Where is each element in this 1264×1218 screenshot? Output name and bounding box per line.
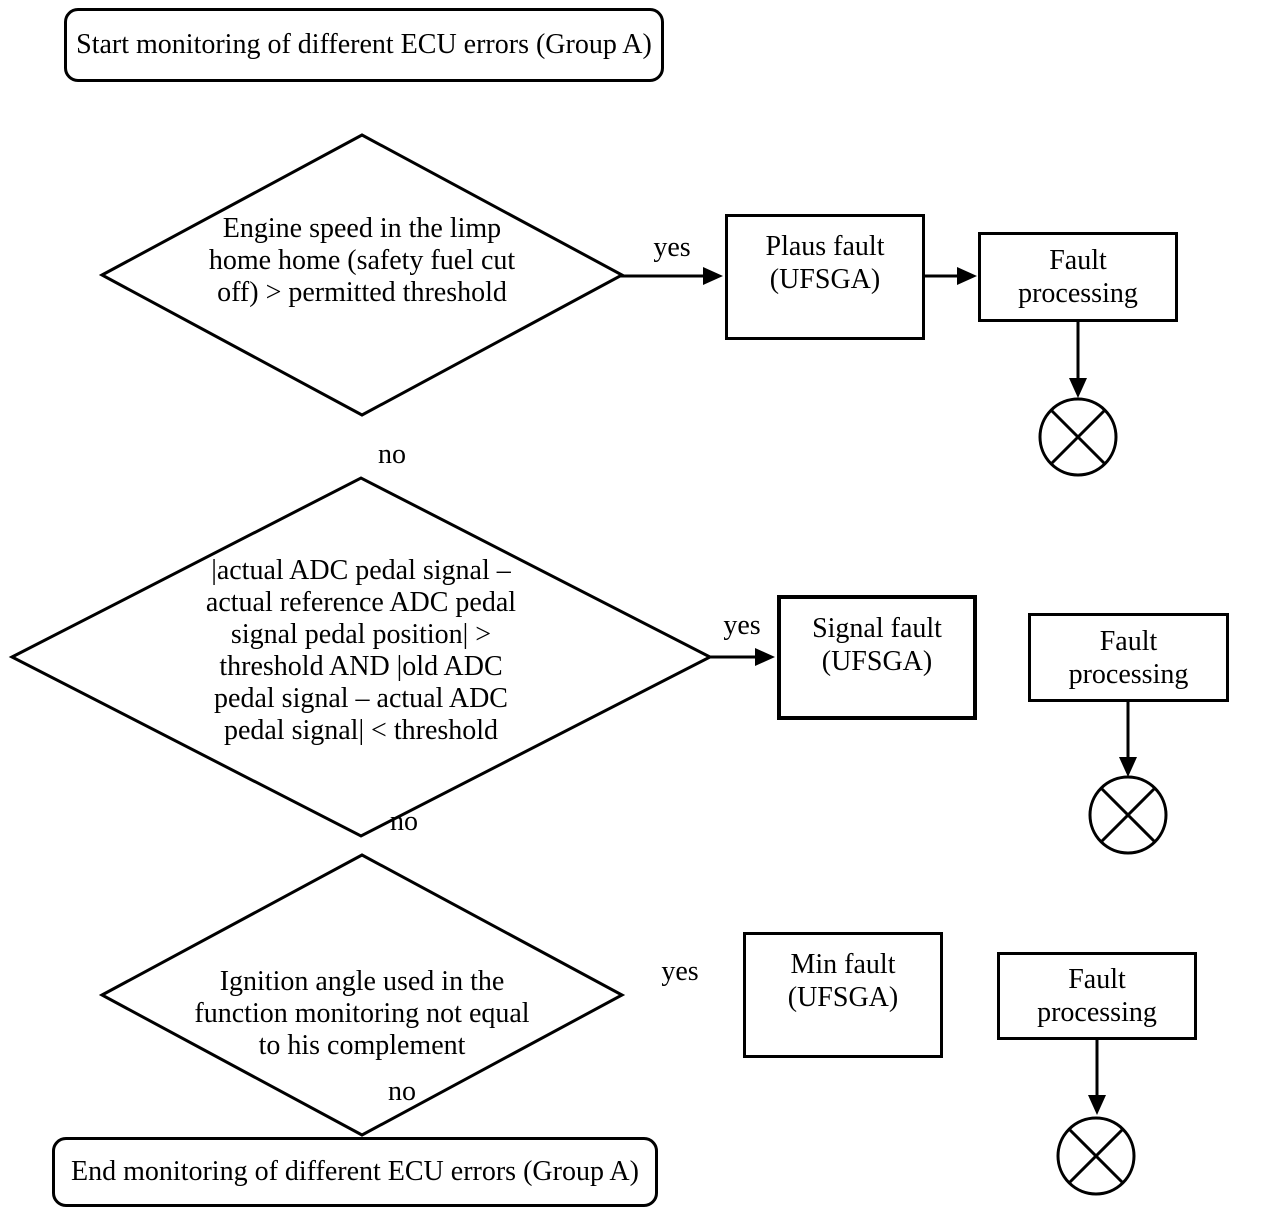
fault-processing-box-2-label: Fault processing: [1068, 625, 1189, 690]
fault-processing-box-1-label: Fault processing: [1018, 245, 1138, 309]
arrow-fault-processing-2-to-terminator: [1119, 702, 1137, 777]
decision-text-engine-speed: Engine speed in the limp home home (safe…: [208, 213, 516, 308]
fault-processing-box-3-label: Fault processing: [1037, 964, 1157, 1028]
decision-text-adc-pedal-signal: |actual ADC pedal signal – actual refere…: [205, 555, 517, 746]
crossed-circle-terminator-1: [1038, 397, 1118, 477]
arrow-plaus-fault-to-fault-processing: [925, 267, 977, 285]
fault-box-min: Min fault (UFSGA): [743, 932, 943, 1058]
yes-label-1: yes: [653, 232, 691, 263]
decision-diamond-ignition-angle: [98, 853, 626, 1137]
arrow-fault-processing-3-to-terminator: [1088, 1040, 1106, 1115]
fault-processing-box-3: Fault processing: [997, 952, 1197, 1040]
start-terminal: Start monitoring of different ECU errors…: [64, 8, 664, 82]
arrow-fault-processing-1-to-terminator: [1069, 322, 1087, 398]
yes-label-3: yes: [661, 956, 699, 987]
arrow-yes-adc-signal-to-signal-fault: [710, 648, 775, 666]
fault-box-signal: Signal fault (UFSGA): [777, 595, 977, 720]
yes-label-2: yes: [723, 610, 761, 641]
arrow-yes-engine-speed-to-plaus-fault: [620, 267, 723, 285]
fault-box-plaus: Plaus fault (UFSGA): [725, 214, 925, 340]
fault-box-min-label: Min fault (UFSGA): [787, 949, 899, 1013]
no-label-3: no: [388, 1076, 416, 1107]
start-terminal-label: Start monitoring of different ECU errors…: [76, 29, 652, 60]
end-terminal-label: End monitoring of different ECU errors (…: [71, 1156, 639, 1187]
end-terminal: End monitoring of different ECU errors (…: [52, 1137, 658, 1207]
fault-processing-box-1: Fault processing: [978, 232, 1178, 322]
fault-processing-box-2: Fault processing: [1028, 613, 1229, 702]
crossed-circle-terminator-2: [1088, 775, 1168, 855]
fault-box-signal-label: Signal fault (UFSGA): [812, 613, 942, 677]
fault-box-plaus-label: Plaus fault (UFSGA): [765, 231, 885, 295]
no-label-2: no: [390, 806, 418, 837]
no-label-1: no: [378, 439, 406, 470]
crossed-circle-terminator-3: [1056, 1116, 1136, 1196]
decision-text-ignition-angle: Ignition angle used in the function moni…: [194, 966, 530, 1061]
